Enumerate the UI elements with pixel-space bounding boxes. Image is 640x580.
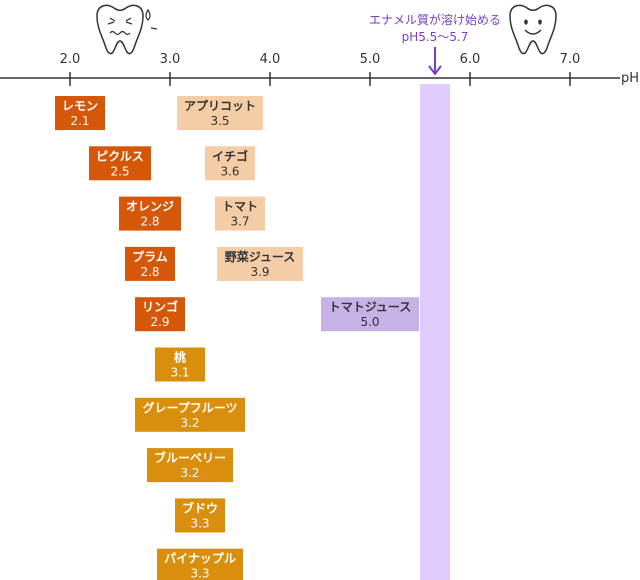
bar-value: 2.8 <box>140 215 159 229</box>
bar-box <box>215 196 265 231</box>
bar-box <box>135 297 185 332</box>
bar-value: 2.5 <box>110 164 129 178</box>
bar-value: 3.3 <box>190 567 209 580</box>
bar-name: ブドウ <box>182 500 218 515</box>
bar-name: トマトジュース <box>329 300 412 314</box>
bar-name: ブルーベリー <box>154 450 226 465</box>
tick-label: 2.0 <box>60 52 81 67</box>
sad-tooth-icon <box>96 4 158 55</box>
bar-name: ピクルス <box>96 149 144 163</box>
bar-item: 桃3.1 <box>155 347 205 382</box>
bar-box <box>55 96 105 130</box>
bar-name: アプリコット <box>184 98 256 113</box>
bar-value: 3.2 <box>180 416 199 430</box>
bar-name: オレンジ <box>126 200 174 214</box>
bar-box <box>175 498 225 533</box>
bar-name: リンゴ <box>142 299 178 314</box>
bar-name: イチゴ <box>212 148 248 163</box>
axis-unit-label: pH <box>621 71 639 86</box>
bars-layer: レモン2.1ピクルス2.5オレンジ2.8プラム2.8リンゴ2.9桃3.1グレープ… <box>55 96 419 580</box>
bar-value: 5.0 <box>360 315 379 329</box>
bar-box <box>157 548 243 580</box>
bar-name: 桃 <box>174 350 186 365</box>
enamel-arrow-icon <box>428 47 442 76</box>
bar-value: 3.6 <box>220 164 239 178</box>
enamel-annotation-line1: エナメル質が溶け始める <box>369 12 501 27</box>
bar-box <box>119 196 181 231</box>
tick-label: 3.0 <box>160 52 181 67</box>
happy-tooth-icon <box>509 4 557 55</box>
bar-box <box>147 448 233 483</box>
bar-value: 3.9 <box>250 265 269 279</box>
enamel-annotation-line2: pH5.5～5.7 <box>402 30 469 44</box>
bar-value: 3.2 <box>180 466 199 480</box>
bar-box <box>321 297 419 332</box>
bar-name: レモン <box>62 99 98 113</box>
bar-value: 3.1 <box>170 366 189 380</box>
bar-value: 3.5 <box>210 114 229 128</box>
bar-name: 野菜ジュース <box>225 249 296 264</box>
bar-value: 2.8 <box>140 265 159 279</box>
bar-box <box>125 246 175 281</box>
bar-name: トマト <box>222 200 258 214</box>
tick-label: 5.0 <box>360 52 381 67</box>
enamel-band <box>420 84 450 580</box>
tick-label: 6.0 <box>460 52 481 67</box>
bar-value: 3.7 <box>230 215 249 229</box>
bar-box <box>89 146 151 181</box>
tick-label: 7.0 <box>560 52 581 67</box>
bar-value: 2.9 <box>150 315 169 329</box>
bar-box <box>217 246 303 281</box>
bar-name: プラム <box>132 249 168 264</box>
bar-value: 2.1 <box>70 114 89 128</box>
bar-name: パイナップル <box>164 551 236 566</box>
bar-name: グレープフルーツ <box>142 400 237 415</box>
bar-box <box>155 347 205 382</box>
tick-label: 4.0 <box>260 52 281 67</box>
bar-box <box>135 397 245 432</box>
bar-box <box>205 146 255 181</box>
bar-value: 3.3 <box>190 516 209 530</box>
bar-box <box>177 96 263 130</box>
axis-ticks: 2.0 3.0 4.0 5.0 6.0 7.0 <box>60 52 581 86</box>
